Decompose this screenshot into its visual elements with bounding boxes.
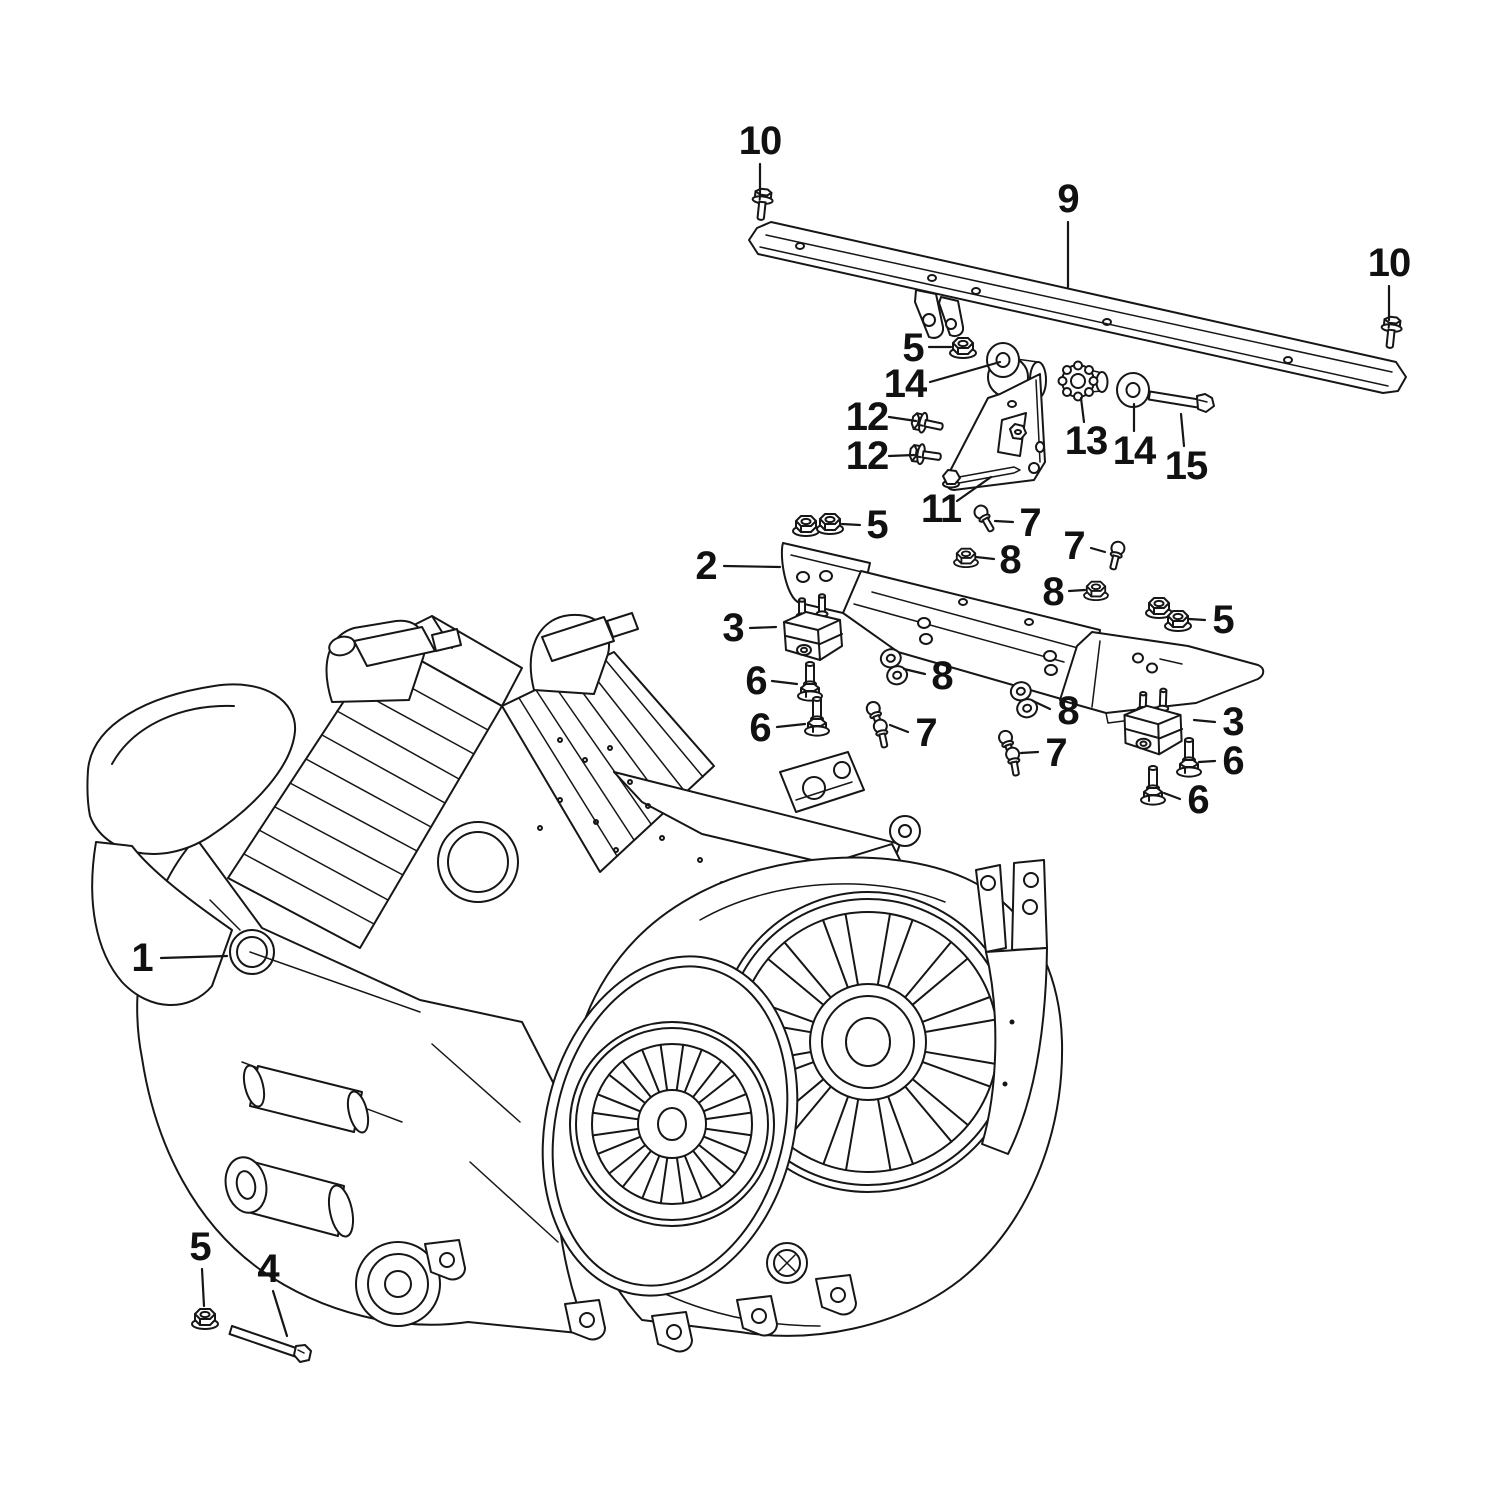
bolt-10-left bbox=[749, 187, 775, 222]
engine-hanger-plate bbox=[613, 771, 901, 879]
bolt-7-pair-right-b bbox=[1004, 745, 1024, 778]
bolt-6-c bbox=[1176, 737, 1202, 778]
nut-5-pair-right-b bbox=[1164, 610, 1192, 632]
nut-5-top bbox=[949, 337, 977, 359]
bolt-6-a bbox=[797, 661, 823, 702]
nut-5-pair-left-a bbox=[792, 515, 820, 537]
long-bolt-4 bbox=[228, 1325, 312, 1363]
damper-knob-13 bbox=[1057, 360, 1109, 402]
mounting-lugs bbox=[424, 1239, 857, 1353]
lower-mount-bracket bbox=[780, 542, 1265, 724]
support-gusset-bracket bbox=[942, 356, 1047, 491]
bolt-7-right bbox=[1105, 539, 1127, 572]
bolt-6-d bbox=[1140, 765, 1166, 806]
bolt-12-lower bbox=[907, 441, 944, 468]
bolt-15 bbox=[1147, 390, 1215, 413]
nut-8-upper bbox=[953, 547, 979, 569]
hardware-parts bbox=[191, 187, 1404, 1363]
engine-illustration bbox=[86, 612, 1064, 1353]
bolt-6-b bbox=[804, 696, 830, 737]
bolt-7-pair-left-b bbox=[871, 717, 893, 750]
crossmember-bar bbox=[748, 221, 1407, 394]
nut-5-pair-left-b bbox=[816, 513, 844, 535]
bolt-7-top bbox=[971, 502, 999, 536]
nut-8-mid bbox=[1083, 580, 1109, 602]
bolt-10-right bbox=[1378, 315, 1404, 350]
bolt-12-upper bbox=[909, 409, 946, 438]
nut-5-bottom bbox=[191, 1308, 219, 1330]
